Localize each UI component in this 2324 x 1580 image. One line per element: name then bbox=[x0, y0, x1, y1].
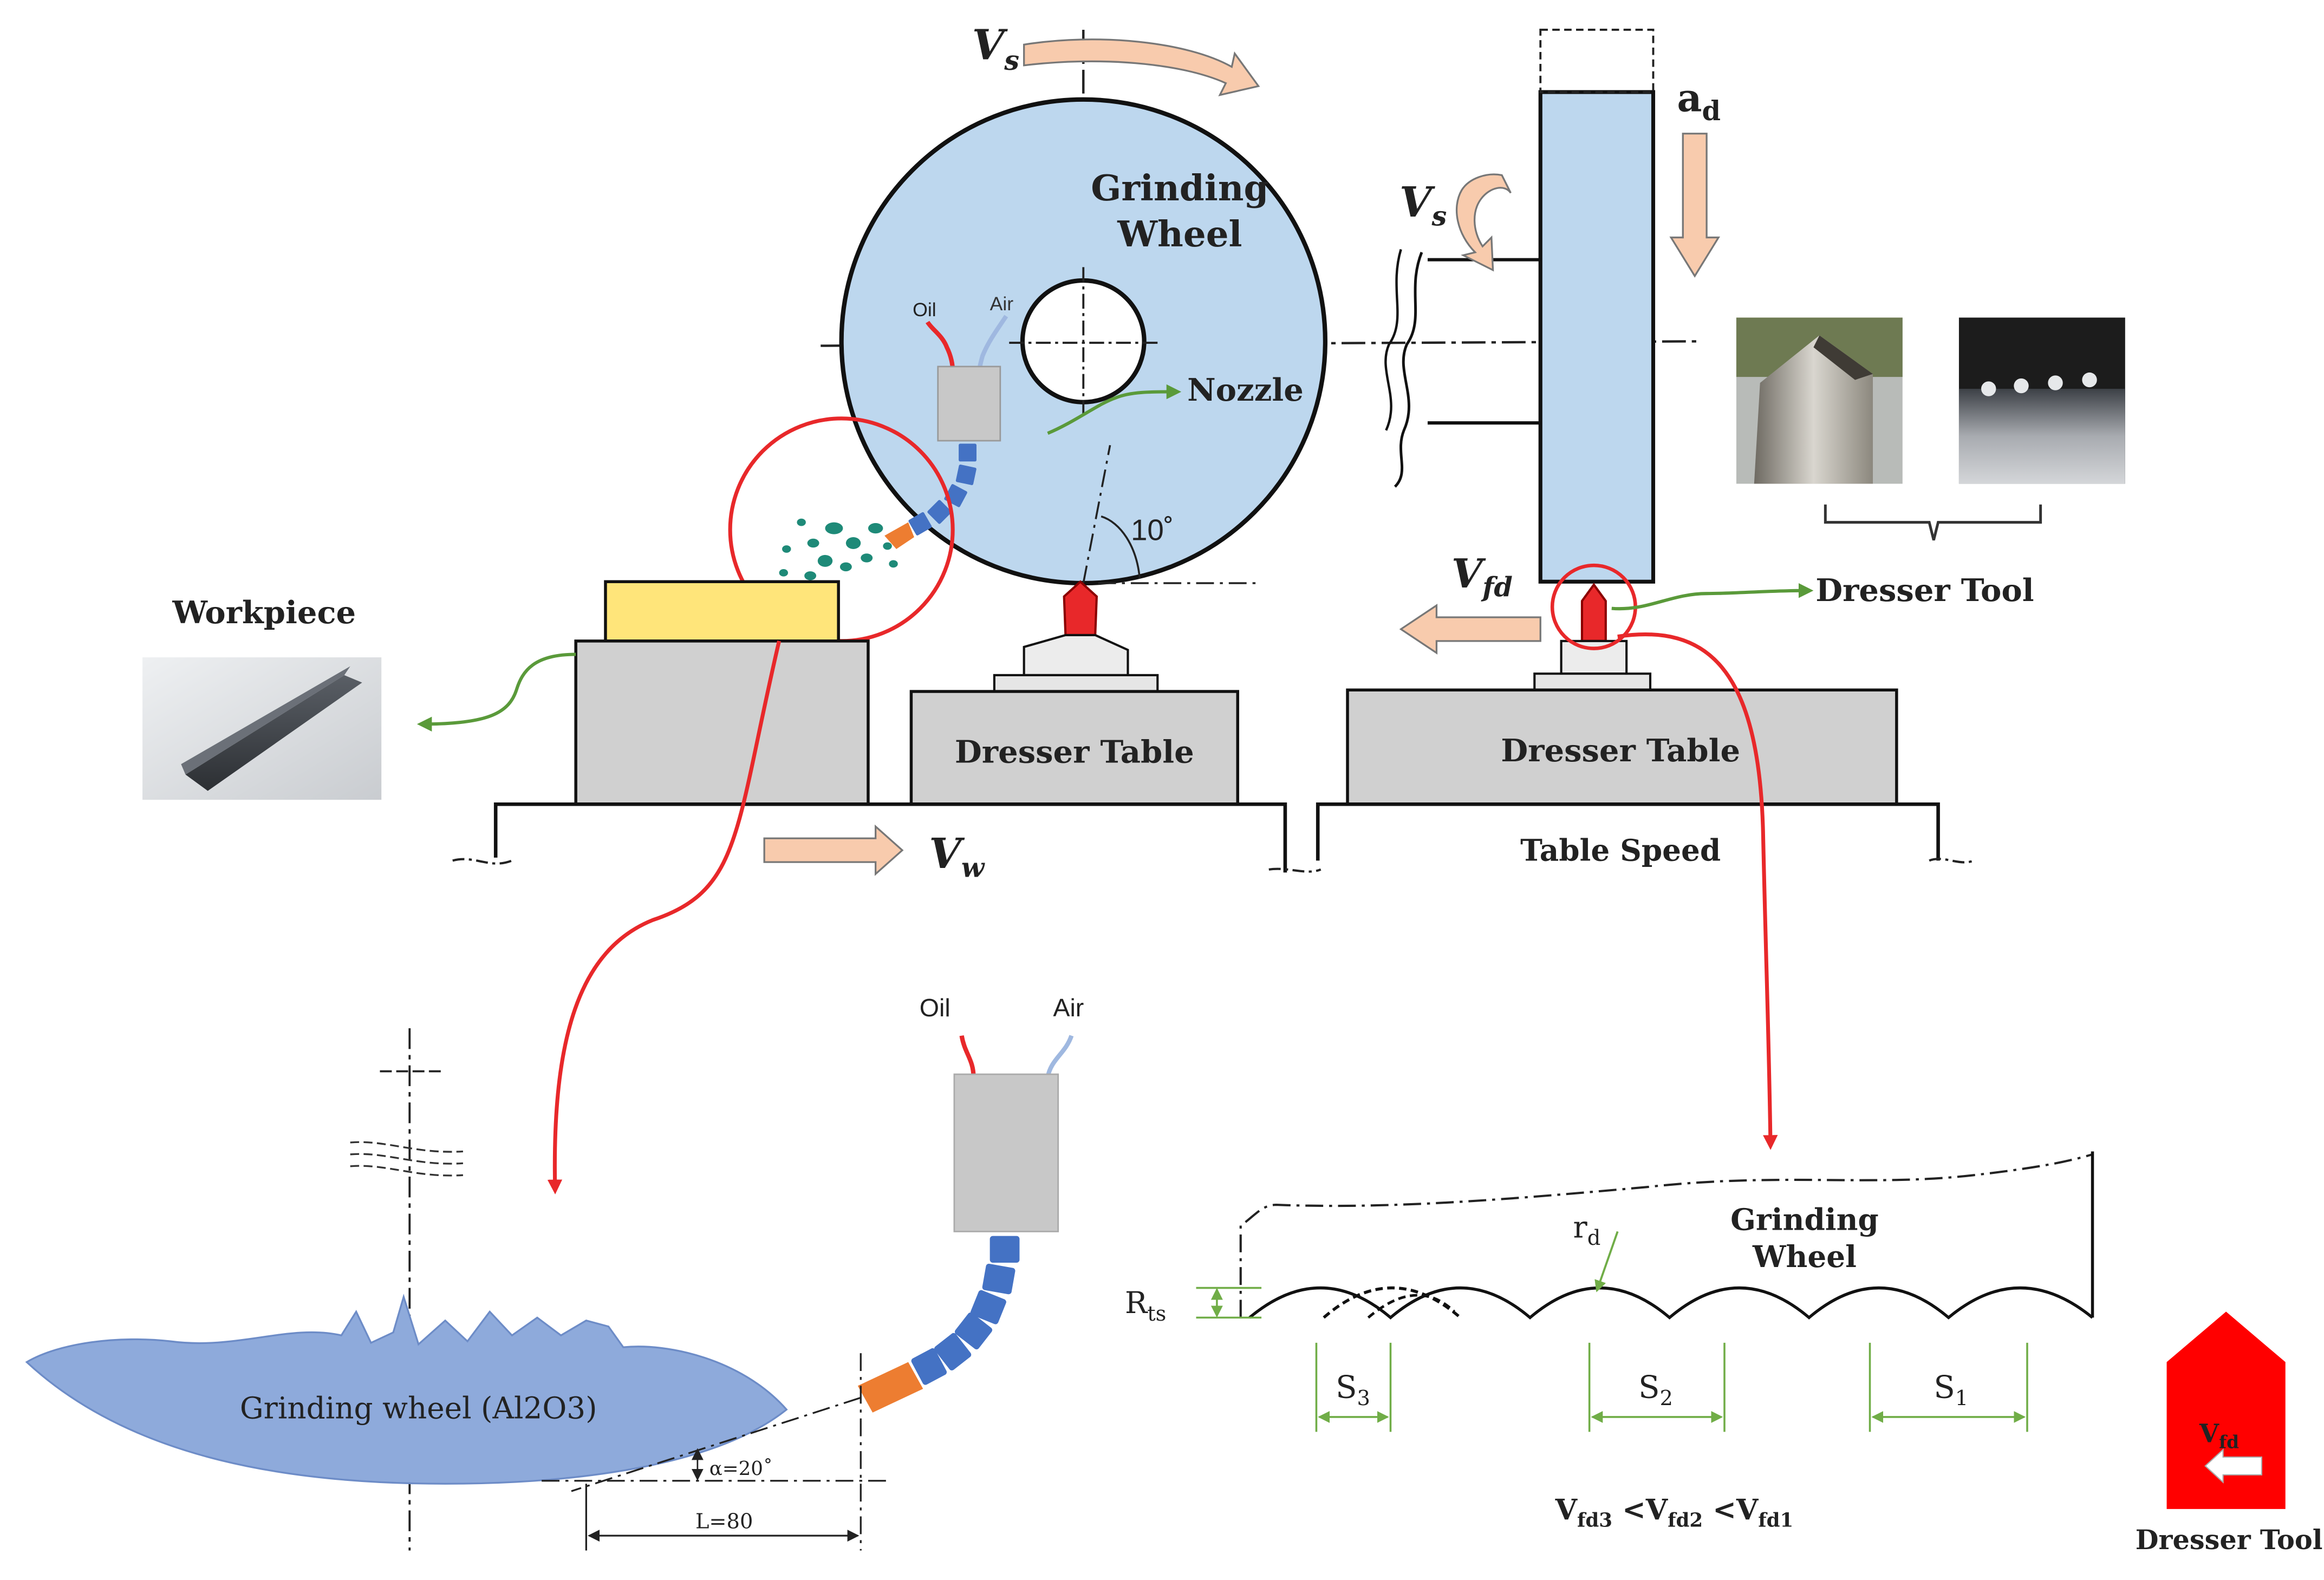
nozzle-tip bbox=[884, 522, 914, 549]
vs-side-label: Vs bbox=[1399, 178, 1447, 232]
workpiece-photo bbox=[142, 657, 382, 800]
tool-icon-caption: Dresser Tool bbox=[2136, 1524, 2323, 1556]
wheel-side-phantom bbox=[1539, 29, 1655, 93]
nozzle-body bbox=[937, 365, 1001, 442]
dressed-profile-scallops bbox=[1248, 1286, 2094, 1320]
dressing-detail: Grinding Wheel rd Rts S3 S2 S1 Vfd3 <Vfd… bbox=[1125, 1151, 2323, 1556]
rts-label: Rts bbox=[1125, 1285, 1166, 1326]
dresser-table-left bbox=[909, 690, 1239, 806]
dresser-tool-photo-2 bbox=[1958, 317, 2125, 484]
dresser-tool-icon bbox=[2166, 1311, 2286, 1509]
grinding-wheel-al2o3-label: Grinding wheel (Al2O3) bbox=[240, 1391, 597, 1426]
dresser-table-left-label: Dresser Table bbox=[955, 734, 1194, 771]
coolant-droplets bbox=[779, 518, 898, 589]
dresser-tool-photo-1 bbox=[1736, 317, 1903, 484]
nozzle-body-detail bbox=[953, 1073, 1059, 1232]
dresser-table-right bbox=[1346, 688, 1898, 806]
front-view: Grinding Wheel Vs Oil Air bbox=[142, 21, 1700, 884]
dresser-tool-leader-arrow-icon bbox=[1611, 583, 1814, 611]
vw-label: Vw bbox=[929, 830, 985, 883]
side-view: ad Vs Vfd Dresser Table Table Speed bbox=[1316, 29, 2125, 867]
workpiece-fixture bbox=[574, 639, 870, 806]
nozzle-tip-detail bbox=[857, 1362, 923, 1413]
s2-dimension bbox=[1588, 1342, 1726, 1432]
wheel-outline-top bbox=[1239, 1153, 2093, 1318]
wheel-break-lines bbox=[350, 1141, 464, 1177]
grinding-wheel-label-line2: Wheel bbox=[1117, 213, 1242, 255]
angle-label: 10˚ bbox=[1131, 513, 1174, 547]
dresser-feed-arrow-icon bbox=[1399, 604, 1541, 655]
air-label-top: Air bbox=[990, 293, 1014, 315]
vs-top-label: Vs bbox=[972, 21, 1019, 76]
nozzle-segments-detail bbox=[911, 1236, 1020, 1385]
tool-photos-brace bbox=[1824, 504, 2042, 541]
alpha-label: α=20˚ bbox=[709, 1458, 773, 1480]
workpiece-label: Workpiece bbox=[172, 594, 356, 631]
dresser-tool-label: Dresser Tool bbox=[1815, 572, 2034, 609]
grinding-wheel-side bbox=[1538, 90, 1656, 584]
oil-label-detail: Oil bbox=[920, 994, 951, 1022]
jet-axis bbox=[571, 1396, 861, 1492]
dresser-holder-front bbox=[1023, 634, 1129, 676]
length-label: L=80 bbox=[695, 1509, 753, 1533]
angle-arc bbox=[1101, 515, 1141, 579]
oil-label-top: Oil bbox=[913, 299, 936, 321]
nozzle-detail: Grinding wheel (Al2O3) Oil Air α=20˚ L=8… bbox=[25, 994, 1084, 1551]
depth-feed-arrow-icon bbox=[1669, 133, 1720, 278]
workpiece-block bbox=[604, 580, 840, 643]
machine-bed-right bbox=[1316, 802, 1940, 861]
nozzle-zoom-leader-arrow-icon bbox=[547, 641, 782, 1194]
dresser-tip-front bbox=[1063, 580, 1098, 636]
tool-icon-vfd-label: Vfd bbox=[2199, 1419, 2239, 1453]
s2-label: S2 bbox=[1638, 1369, 1673, 1411]
s1-dimension bbox=[1869, 1342, 2028, 1432]
workpiece-leader-arrow-icon bbox=[416, 652, 576, 732]
grinding-wheel-label-line1: Grinding bbox=[1091, 167, 1268, 209]
feed-inequality: Vfd3 <Vfd2 <Vfd1 bbox=[1555, 1493, 1794, 1532]
dresser-zoom-leader-arrow-icon bbox=[1617, 632, 1778, 1150]
table-speed-label: Table Speed bbox=[1520, 833, 1721, 867]
rd-label: rd bbox=[1573, 1210, 1601, 1250]
side-rotation-arrow-icon bbox=[1455, 173, 1512, 272]
s3-label: S3 bbox=[1336, 1369, 1370, 1411]
ad-label: ad bbox=[1677, 75, 1721, 127]
table-feed-arrow-icon bbox=[763, 824, 904, 876]
tool-icon-arrow-icon bbox=[2204, 1448, 2263, 1484]
machine-bed-left bbox=[493, 802, 1287, 873]
s3-dimension bbox=[1315, 1342, 1392, 1432]
dressing-wheel-label-line2: Wheel bbox=[1752, 1239, 1857, 1274]
dresser-table-right-label: Dresser Table bbox=[1501, 732, 1740, 769]
dressing-wheel-label-line1: Grinding bbox=[1730, 1203, 1879, 1237]
s1-label: S1 bbox=[1934, 1369, 1968, 1411]
grinding-wheel-profile bbox=[25, 1294, 788, 1485]
spindle-break-line bbox=[1394, 252, 1423, 488]
oil-hose bbox=[926, 321, 955, 371]
vfd-label: Vfd bbox=[1451, 551, 1513, 603]
rotation-arrow-icon bbox=[1023, 38, 1260, 96]
air-label-detail: Air bbox=[1053, 994, 1084, 1022]
dresser-tip-side bbox=[1580, 583, 1607, 642]
nozzle-leader-arrow-icon bbox=[1047, 384, 1182, 435]
nozzle-label: Nozzle bbox=[1187, 371, 1304, 408]
